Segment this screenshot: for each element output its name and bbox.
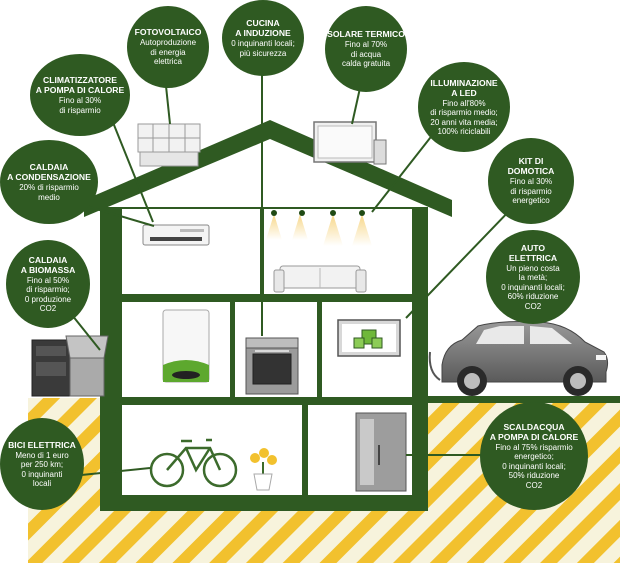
sofa-icon <box>273 265 367 293</box>
solar-thermal-icon <box>313 121 387 165</box>
boiler-icon <box>162 309 210 383</box>
oven-icon <box>245 337 299 395</box>
flower-pot-icon <box>250 448 277 491</box>
biomass-boiler-icon <box>31 335 109 397</box>
e-bike-icon <box>149 438 238 488</box>
ground-line <box>380 396 620 403</box>
led-lamp-icon <box>266 210 372 246</box>
water-heater-icon <box>355 412 407 492</box>
smart-home-icon <box>337 319 401 357</box>
solar-panel-icon <box>137 123 201 167</box>
electric-car-icon <box>428 321 609 396</box>
air-conditioner-icon <box>142 224 210 246</box>
